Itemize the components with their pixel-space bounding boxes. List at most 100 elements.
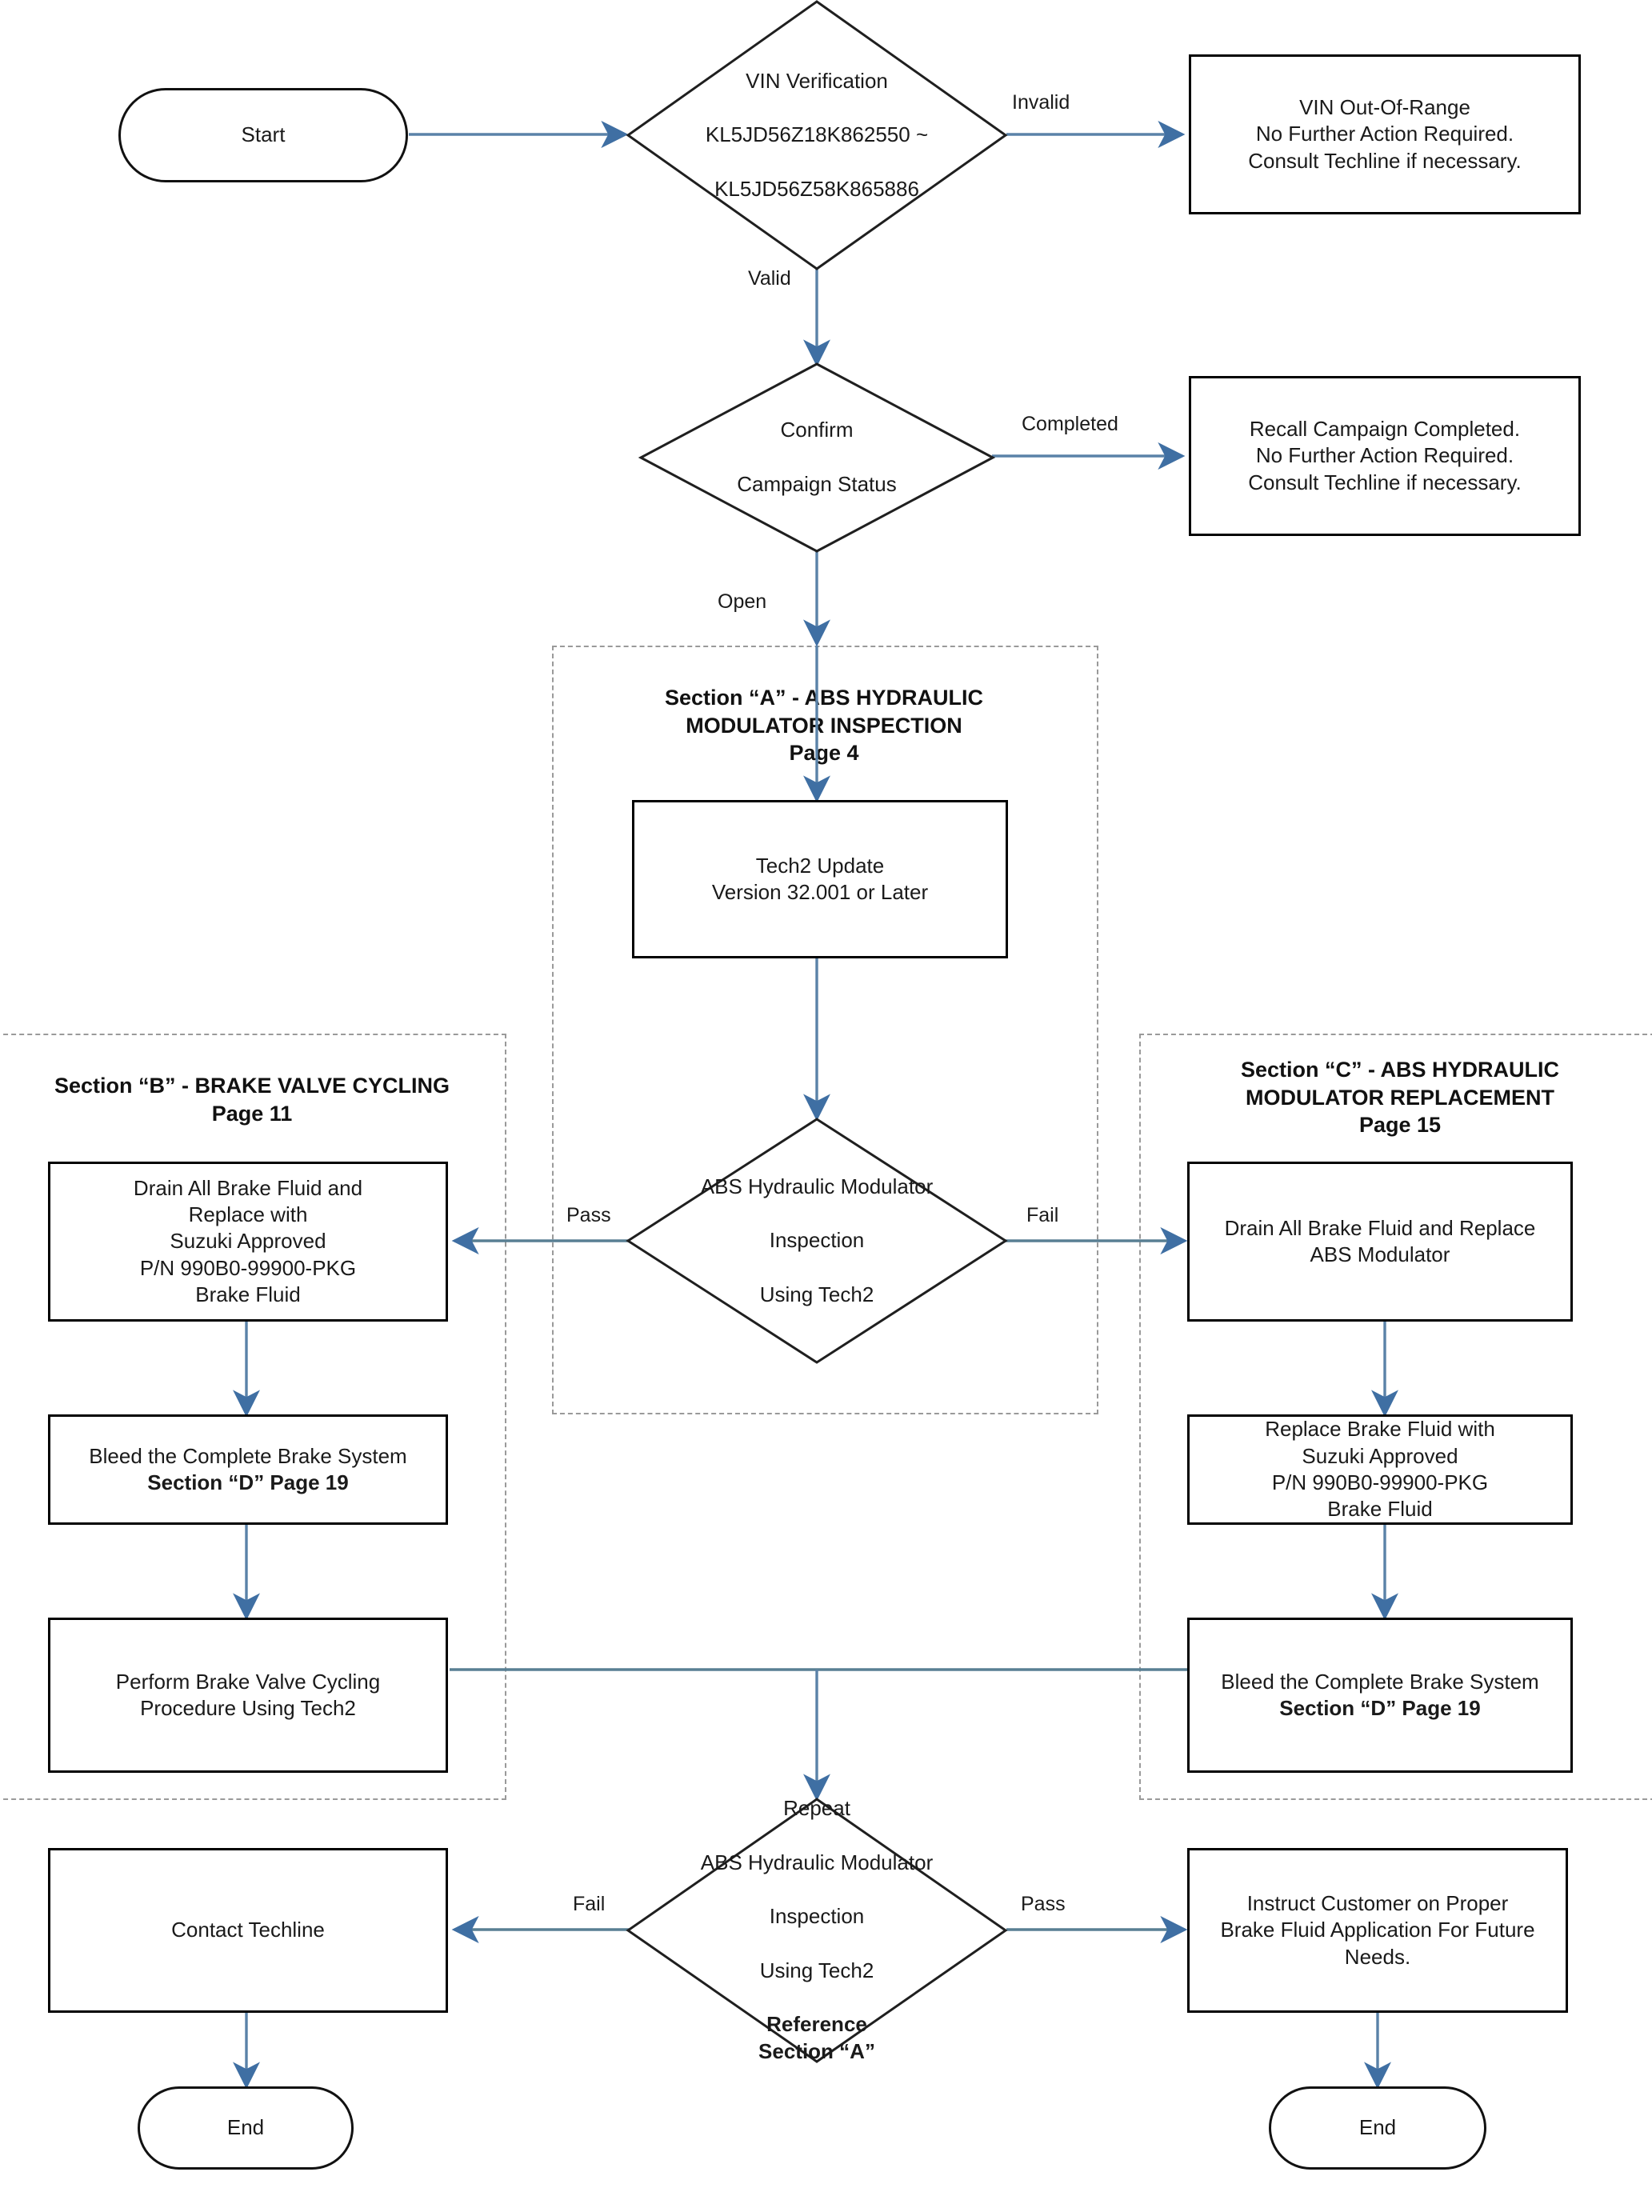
vin-line-2: KL5JD56Z18K862550 ~ <box>705 122 929 147</box>
node-confirm-campaign-status-text: Confirm Campaign Status <box>638 362 995 554</box>
node-vin-out-of-range[interactable]: VIN Out-Of-Range No Further Action Requi… <box>1189 54 1581 214</box>
recall-line-2: No Further Action Required. <box>1255 443 1514 468</box>
node-instruct-customer[interactable]: Instruct Customer on Proper Brake Fluid … <box>1187 1848 1568 2013</box>
repeat-line-4: Using Tech2 <box>759 1958 874 1982</box>
replace-c-line-3: P/N 990B0-99900-PKG <box>1271 1470 1489 1494</box>
abs-insp-line-1: ABS Hydraulic Modulator <box>700 1174 934 1198</box>
section-b-title-line-2: Page 11 <box>211 1101 293 1126</box>
recall-line-1: Recall Campaign Completed. <box>1249 417 1521 442</box>
node-abs-inspection-text: ABS Hydraulic Modulator Inspection Using… <box>626 1117 1008 1365</box>
node-drain-replace-fluid-b-text: Drain All Brake Fluid and Replace with S… <box>126 1175 370 1308</box>
diamond-shape <box>626 1798 1008 2063</box>
bleed-c-line-2: Section “D” Page 19 <box>1279 1696 1481 1720</box>
edge-label-pass-mid: Pass <box>566 1204 611 1226</box>
oor-line-2: No Further Action Required. <box>1255 122 1514 146</box>
node-repeat-inspection[interactable]: Repeat ABS Hydraulic Modulator Inspectio… <box>626 1796 1008 2064</box>
section-c-title-line-1: Section “C” - ABS HYDRAULIC <box>1240 1058 1559 1082</box>
section-c-container <box>1139 1034 1652 1800</box>
section-b-title: Section “B” - BRAKE VALVE CYCLING Page 1… <box>8 1072 496 1127</box>
edge-label-fail-bottom: Fail <box>573 1893 606 1915</box>
node-end-right-label: End <box>1358 2115 1397 2140</box>
drain-b-line-5: Brake Fluid <box>195 1282 301 1306</box>
repeat-line-6: Section “A” <box>758 2039 875 2064</box>
diamond-shape <box>626 0 1008 270</box>
diamond-shape <box>626 1118 1008 1364</box>
instruct-line-2: Brake Fluid Application For Future <box>1220 1918 1535 1942</box>
node-perform-valve-cycling-text: Perform Brake Valve Cycling Procedure Us… <box>108 1669 388 1722</box>
replace-c-line-1: Replace Brake Fluid with <box>1265 1417 1495 1442</box>
drain-c-line-2: ABS Modulator <box>1310 1242 1450 1266</box>
node-bleed-system-c[interactable]: Bleed the Complete Brake System Section … <box>1187 1618 1573 1773</box>
replace-c-line-2: Suzuki Approved <box>1302 1443 1458 1468</box>
bleed-b-line-2: Section “D” Page 19 <box>147 1470 349 1494</box>
section-c-title: Section “C” - ABS HYDRAULIC MODULATOR RE… <box>1160 1056 1640 1139</box>
bleed-c-line-1: Bleed the Complete Brake System <box>1221 1669 1539 1694</box>
node-end-right[interactable]: End <box>1269 2086 1486 2170</box>
section-c-title-line-3: Page 15 <box>1358 1113 1442 1138</box>
section-a-title: Section “A” - ABS HYDRAULIC MODULATOR IN… <box>576 684 1072 767</box>
repeat-line-2: ABS Hydraulic Modulator <box>700 1850 934 1874</box>
tech2-line-2: Version 32.001 or Later <box>711 880 929 904</box>
node-replace-fluid-c[interactable]: Replace Brake Fluid with Suzuki Approved… <box>1187 1414 1573 1525</box>
cycling-line-2: Procedure Using Tech2 <box>140 1696 356 1720</box>
drain-b-line-3: Suzuki Approved <box>170 1229 326 1254</box>
confirm-line-1: Confirm <box>780 418 854 442</box>
tech2-line-1: Tech2 Update <box>755 853 885 878</box>
node-perform-valve-cycling[interactable]: Perform Brake Valve Cycling Procedure Us… <box>48 1618 448 1773</box>
edge-label-fail-mid: Fail <box>1026 1204 1059 1226</box>
section-a-title-line-3: Page 4 <box>789 741 859 766</box>
node-abs-inspection[interactable]: ABS Hydraulic Modulator Inspection Using… <box>626 1117 1008 1365</box>
node-bleed-system-c-text: Bleed the Complete Brake System Section … <box>1213 1669 1546 1722</box>
instruct-line-1: Instruct Customer on Proper <box>1246 1891 1509 1916</box>
edge-label-completed: Completed <box>1022 413 1118 435</box>
oor-line-3: Consult Techline if necessary. <box>1248 148 1522 173</box>
node-drain-replace-fluid-b[interactable]: Drain All Brake Fluid and Replace with S… <box>48 1162 448 1322</box>
repeat-line-1: Repeat <box>783 1796 850 1821</box>
edge-label-pass-bottom: Pass <box>1021 1893 1066 1915</box>
section-b-title-line-1: Section “B” - BRAKE VALVE CYCLING <box>54 1074 450 1098</box>
node-vin-verification-text: VIN Verification KL5JD56Z18K862550 ~ KL5… <box>626 0 1008 271</box>
node-drain-replace-modulator-c-text: Drain All Brake Fluid and Replace ABS Mo… <box>1217 1215 1544 1269</box>
drain-b-line-2: Replace with <box>188 1202 308 1227</box>
node-vin-out-of-range-text: VIN Out-Of-Range No Further Action Requi… <box>1240 94 1530 174</box>
node-start-label: Start <box>241 122 286 147</box>
oor-line-1: VIN Out-Of-Range <box>1299 95 1470 120</box>
repeat-line-5: Reference <box>766 2012 867 2037</box>
node-replace-fluid-c-text: Replace Brake Fluid with Suzuki Approved… <box>1257 1416 1503 1522</box>
node-bleed-system-b[interactable]: Bleed the Complete Brake System Section … <box>48 1414 448 1525</box>
bleed-b-line-1: Bleed the Complete Brake System <box>89 1443 407 1468</box>
node-repeat-inspection-text: Repeat ABS Hydraulic Modulator Inspectio… <box>626 1796 1008 2064</box>
recall-line-3: Consult Techline if necessary. <box>1248 470 1522 494</box>
edge-label-valid: Valid <box>748 267 791 290</box>
node-end-left-label: End <box>226 2115 265 2140</box>
instruct-line-3: Needs. <box>1344 1944 1411 1969</box>
section-b-container <box>0 1034 506 1800</box>
confirm-line-2: Campaign Status <box>737 471 897 496</box>
edge-label-open: Open <box>718 590 767 613</box>
node-bleed-system-b-text: Bleed the Complete Brake System Section … <box>81 1443 414 1497</box>
vin-line-1: VIN Verification <box>746 68 888 93</box>
node-drain-replace-modulator-c[interactable]: Drain All Brake Fluid and Replace ABS Mo… <box>1187 1162 1573 1322</box>
vin-line-3: KL5JD56Z58K865886 <box>714 176 919 201</box>
section-a-title-line-1: Section “A” - ABS HYDRAULIC <box>664 686 983 710</box>
edge-label-invalid: Invalid <box>1012 91 1070 114</box>
node-recall-completed-text: Recall Campaign Completed. No Further Ac… <box>1240 416 1530 496</box>
node-recall-completed[interactable]: Recall Campaign Completed. No Further Ac… <box>1189 376 1581 536</box>
node-confirm-campaign-status[interactable]: Confirm Campaign Status <box>638 362 995 554</box>
node-contact-techline-text: Contact Techline <box>171 1918 325 1942</box>
abs-insp-line-2: Inspection <box>769 1228 865 1253</box>
node-contact-techline[interactable]: Contact Techline <box>48 1848 448 2013</box>
diamond-shape <box>638 362 995 553</box>
node-end-left[interactable]: End <box>138 2086 354 2170</box>
abs-insp-line-3: Using Tech2 <box>759 1282 874 1306</box>
drain-b-line-4: P/N 990B0-99900-PKG <box>139 1255 357 1280</box>
section-c-title-line-2: MODULATOR REPLACEMENT <box>1246 1085 1554 1110</box>
drain-c-line-1: Drain All Brake Fluid and Replace <box>1224 1215 1536 1240</box>
drain-b-line-1: Drain All Brake Fluid and <box>133 1175 363 1200</box>
cycling-line-1: Perform Brake Valve Cycling <box>115 1669 381 1694</box>
node-start[interactable]: Start <box>118 88 408 182</box>
node-tech2-update[interactable]: Tech2 Update Version 32.001 or Later <box>632 800 1008 958</box>
node-vin-verification[interactable]: VIN Verification KL5JD56Z18K862550 ~ KL5… <box>626 0 1008 271</box>
node-tech2-update-text: Tech2 Update Version 32.001 or Later <box>704 853 936 906</box>
